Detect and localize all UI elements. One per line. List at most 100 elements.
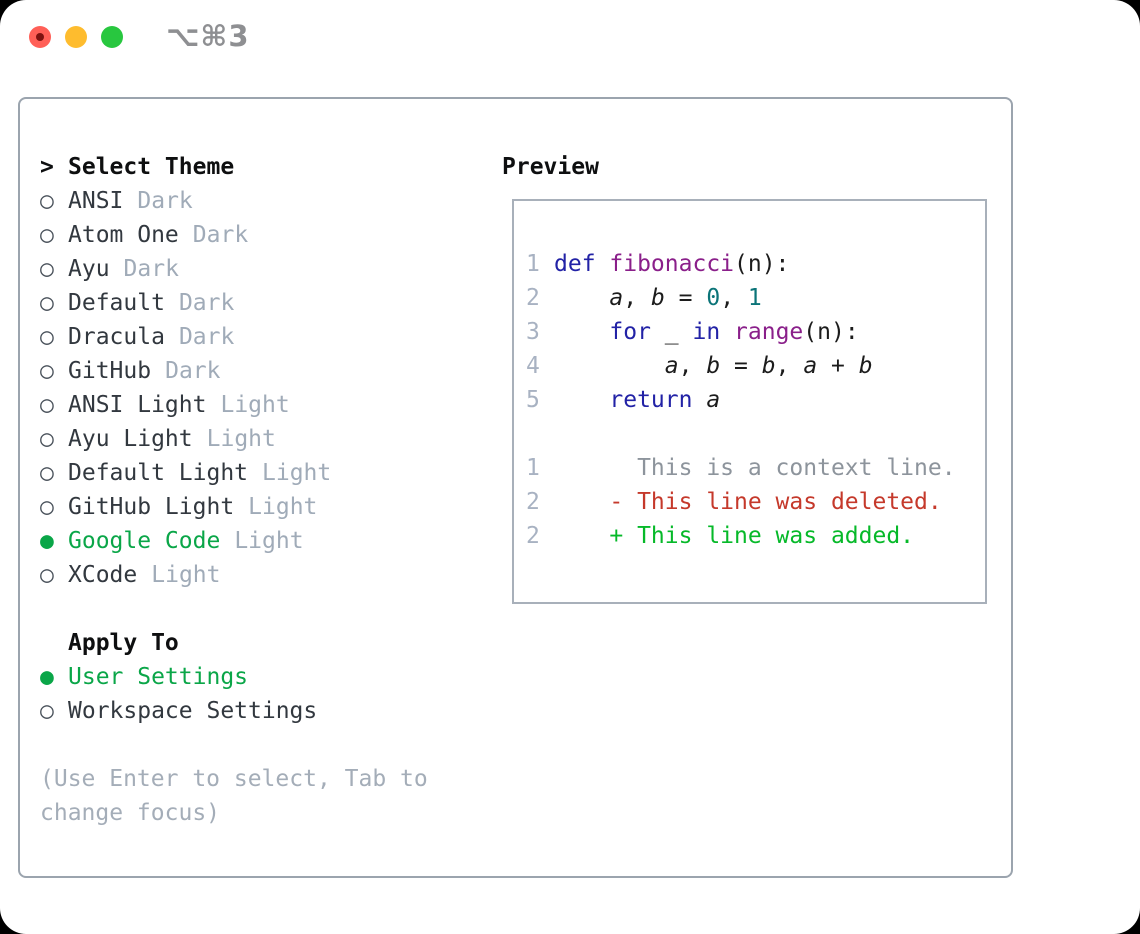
theme-variant-label: Light bbox=[234, 528, 304, 554]
theme-name: Default bbox=[68, 290, 165, 316]
close-button[interactable] bbox=[29, 26, 51, 48]
code-token: a bbox=[609, 285, 624, 311]
code-token: b bbox=[650, 285, 665, 311]
line-number: 5 bbox=[526, 387, 540, 413]
code-token: def bbox=[554, 251, 610, 277]
code-token: , bbox=[775, 353, 804, 379]
apply-option-label: Workspace Settings bbox=[68, 698, 318, 724]
diff-text: + This line was added. bbox=[554, 523, 915, 549]
code-token: a bbox=[706, 387, 721, 413]
diff-line-context: 1 This is a context line. bbox=[526, 451, 985, 485]
code-token: b bbox=[761, 353, 776, 379]
theme-variant-label: Dark bbox=[178, 324, 235, 350]
select-theme-header: > Select Theme bbox=[40, 150, 490, 184]
line-number: 2 bbox=[526, 523, 540, 549]
apply-option-workspace-settings[interactable]: ○ Workspace Settings bbox=[40, 694, 490, 728]
minimize-button[interactable] bbox=[65, 26, 87, 48]
apply-to-title: Apply To bbox=[68, 630, 179, 656]
spacer bbox=[526, 417, 985, 451]
line-number: 2 bbox=[526, 489, 540, 515]
theme-variant-label: Light bbox=[262, 460, 332, 486]
code-token: = bbox=[720, 353, 762, 379]
code-token: (n): bbox=[734, 251, 790, 277]
code-token: fibonacci bbox=[609, 251, 735, 277]
spacer bbox=[40, 728, 490, 762]
spacer bbox=[40, 592, 490, 626]
code-token bbox=[554, 281, 609, 315]
code-token: + bbox=[817, 353, 859, 379]
diff-text: - This line was deleted. bbox=[554, 489, 942, 515]
diff-line-deleted: 2 - This line was deleted. bbox=[526, 485, 985, 519]
radio-icon: ○ bbox=[40, 188, 54, 214]
theme-variant-label: Dark bbox=[123, 256, 179, 282]
window-title: ⌥⌘3 bbox=[166, 19, 250, 53]
theme-name: GitHub bbox=[68, 358, 152, 384]
theme-name: Ayu Light bbox=[68, 426, 193, 452]
apply-to-list: ● User Settings ○ Workspace Settings bbox=[40, 660, 490, 728]
theme-name: Atom One bbox=[68, 222, 179, 248]
code-token bbox=[554, 349, 665, 383]
radio-icon: ○ bbox=[40, 256, 54, 282]
theme-variant-label: Light bbox=[206, 426, 276, 452]
code-line: 3 for _ in range(n): bbox=[526, 315, 985, 349]
theme-name: Google Code bbox=[68, 528, 221, 554]
code-token: 1 bbox=[747, 285, 762, 311]
theme-variant-label: Dark bbox=[137, 188, 193, 214]
radio-icon: ○ bbox=[40, 324, 54, 350]
code-line: 2 a, b = 0, 1 bbox=[526, 281, 985, 315]
titlebar: ⌥⌘3 bbox=[0, 0, 1140, 74]
apply-option-user-settings[interactable]: ● User Settings bbox=[40, 660, 490, 694]
theme-name: GitHub Light bbox=[68, 494, 235, 520]
code-token: b bbox=[706, 353, 721, 379]
line-number: 3 bbox=[526, 319, 540, 345]
theme-variant-label: Dark bbox=[165, 358, 221, 384]
theme-name: XCode bbox=[68, 562, 138, 588]
code-token: _ bbox=[650, 319, 693, 345]
apply-to-header: Apply To bbox=[40, 626, 490, 660]
code-token: return bbox=[609, 387, 693, 413]
line-number: 2 bbox=[526, 285, 540, 311]
apply-option-label: User Settings bbox=[68, 664, 249, 690]
radio-icon: ○ bbox=[40, 494, 54, 520]
radio-icon: ○ bbox=[40, 562, 54, 588]
code-line: 5 return a bbox=[526, 383, 985, 417]
radio-icon: ● bbox=[40, 664, 54, 690]
zoom-button[interactable] bbox=[101, 26, 123, 48]
code-token: = bbox=[664, 285, 707, 311]
radio-icon: ○ bbox=[40, 460, 54, 486]
line-number: 4 bbox=[526, 353, 540, 379]
theme-item-dracula[interactable]: ○ Dracula Dark bbox=[40, 320, 490, 354]
radio-icon: ○ bbox=[40, 222, 54, 248]
code-token bbox=[720, 315, 734, 349]
radio-icon: ○ bbox=[40, 698, 54, 724]
code-token: a bbox=[664, 353, 679, 379]
select-theme-title: Select Theme bbox=[68, 154, 235, 180]
theme-name: Dracula bbox=[68, 324, 165, 350]
code-token bbox=[554, 315, 609, 349]
code-token: , bbox=[678, 353, 707, 379]
help-text-line2: change focus) bbox=[40, 800, 221, 826]
code-token: (n): bbox=[803, 319, 859, 345]
code-token: b bbox=[858, 353, 873, 379]
code-token: 0 bbox=[706, 285, 721, 311]
code-token: range bbox=[734, 319, 804, 345]
code-token bbox=[554, 383, 609, 417]
prompt-icon: > bbox=[40, 154, 54, 180]
radio-icon: ○ bbox=[40, 290, 54, 316]
